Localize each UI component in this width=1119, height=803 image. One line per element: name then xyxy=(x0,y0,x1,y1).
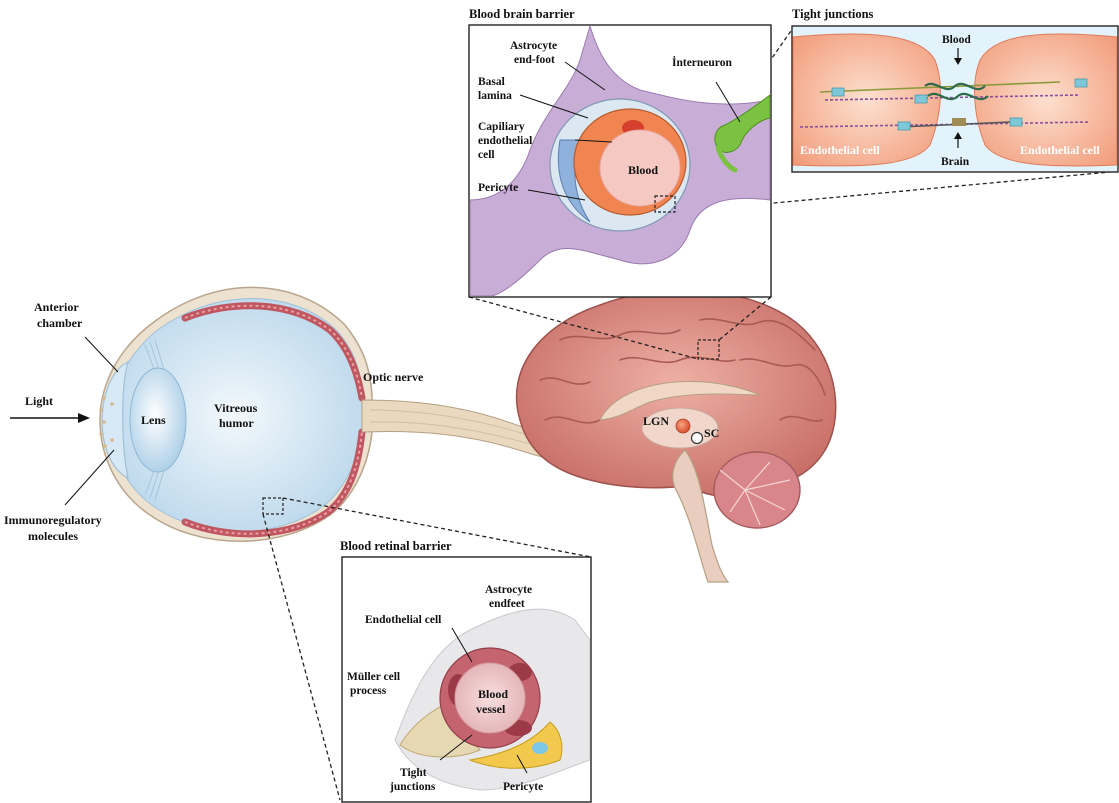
label-sc: SC xyxy=(704,426,719,440)
tj-endo-left: Endothelial cell xyxy=(800,143,880,157)
bbb-title: Blood brain barrier xyxy=(469,7,575,21)
label-vitreous-2: humor xyxy=(219,416,254,430)
brain-illustration xyxy=(517,290,836,582)
brb-vessel-2: vessel xyxy=(476,702,506,716)
label-immuno-1: Immunoregulatory xyxy=(4,513,102,527)
bbb-astro-2: end-foot xyxy=(514,54,555,66)
brb-astro-1: Astrocyte xyxy=(485,584,532,596)
bbb-capillary-2: endothelial xyxy=(478,135,532,147)
bbb-capillary-1: Capiliary xyxy=(478,121,525,133)
light-arrow xyxy=(10,413,90,423)
label-immuno-2: molecules xyxy=(28,529,78,543)
brb-muller-2: process xyxy=(350,685,387,697)
tj-title: Tight junctions xyxy=(792,7,874,21)
bbb-blood: Blood xyxy=(628,163,658,177)
label-vitreous-1: Vitreous xyxy=(214,401,258,415)
label-optic-nerve: Optic nerve xyxy=(363,370,424,384)
tj-brain: Brain xyxy=(941,156,970,168)
bbb-pericyte: Pericyte xyxy=(478,182,518,194)
bbb-interneuron: İnterneuron xyxy=(672,55,732,69)
label-lgn: LGN xyxy=(643,414,669,428)
brb-muller-1: Müller cell xyxy=(347,671,400,683)
label-anterior-chamber-2: chamber xyxy=(37,316,83,330)
brb-vessel-1: Blood xyxy=(478,687,508,701)
bbb-basal-1: Basal xyxy=(478,76,505,88)
bbb-astro-1: Astrocyte xyxy=(510,40,557,52)
brb-tight-2: junctions xyxy=(389,781,436,793)
brb-astro-2: endfeet xyxy=(489,598,525,610)
label-anterior-chamber-1: Anterior xyxy=(34,300,79,314)
brb-tight-1: Tight xyxy=(400,767,427,779)
bbb-capillary-3: cell xyxy=(478,149,495,161)
bbb-basal-2: lamina xyxy=(478,90,512,102)
brb-title: Blood retinal barrier xyxy=(340,539,452,553)
brb-endo: Endothelial cell xyxy=(365,614,441,626)
tj-blood: Blood xyxy=(942,34,971,46)
tj-endo-right: Endothelial cell xyxy=(1020,143,1100,157)
brb-pericyte: Pericyte xyxy=(503,781,543,793)
label-light: Light xyxy=(25,394,53,408)
label-lens: Lens xyxy=(141,413,166,427)
